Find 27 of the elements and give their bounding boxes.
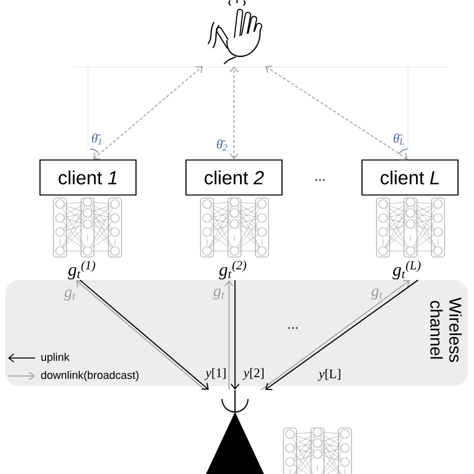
dashed-arrow	[265, 66, 408, 160]
dashed-arrow	[93, 66, 203, 160]
math-label: g$_{t}$(2)	[218, 260, 246, 280]
edge-label: θ̄$_{2}$	[216, 139, 228, 151]
edge-label: y[1]	[204, 368, 227, 380]
edge-label: θ̄$_{1}$	[90, 133, 104, 145]
legend-label: downlink(broadcast)	[41, 370, 138, 382]
edge-label: y[2]	[242, 368, 265, 380]
edge-label: g$_{t}$	[212, 288, 226, 300]
region-label: Wireless channel	[430, 298, 462, 362]
ellipsis: ...	[288, 327, 298, 329]
edge-label: θ̄$_{L}$	[392, 133, 406, 145]
arrow	[230, 280, 240, 390]
antenna-tower-icon	[206, 390, 264, 474]
legend-label: uplink	[41, 352, 70, 364]
edge-label: y[L]	[318, 368, 342, 382]
dashed-arrow	[230, 66, 238, 160]
client-box: client 2	[185, 159, 283, 196]
client-box: client L	[361, 159, 459, 196]
math-label: g$_{t}$(1)	[68, 260, 96, 280]
edge-label: g$_{t}$	[370, 288, 384, 300]
hand-icon	[208, 0, 262, 64]
client-box: client 1	[39, 159, 137, 196]
arrow	[224, 280, 234, 390]
math-label: g$_{t}$(L)	[392, 260, 421, 280]
edge-label: g$_{t}$	[64, 289, 76, 301]
ellipsis: ...	[315, 179, 325, 181]
